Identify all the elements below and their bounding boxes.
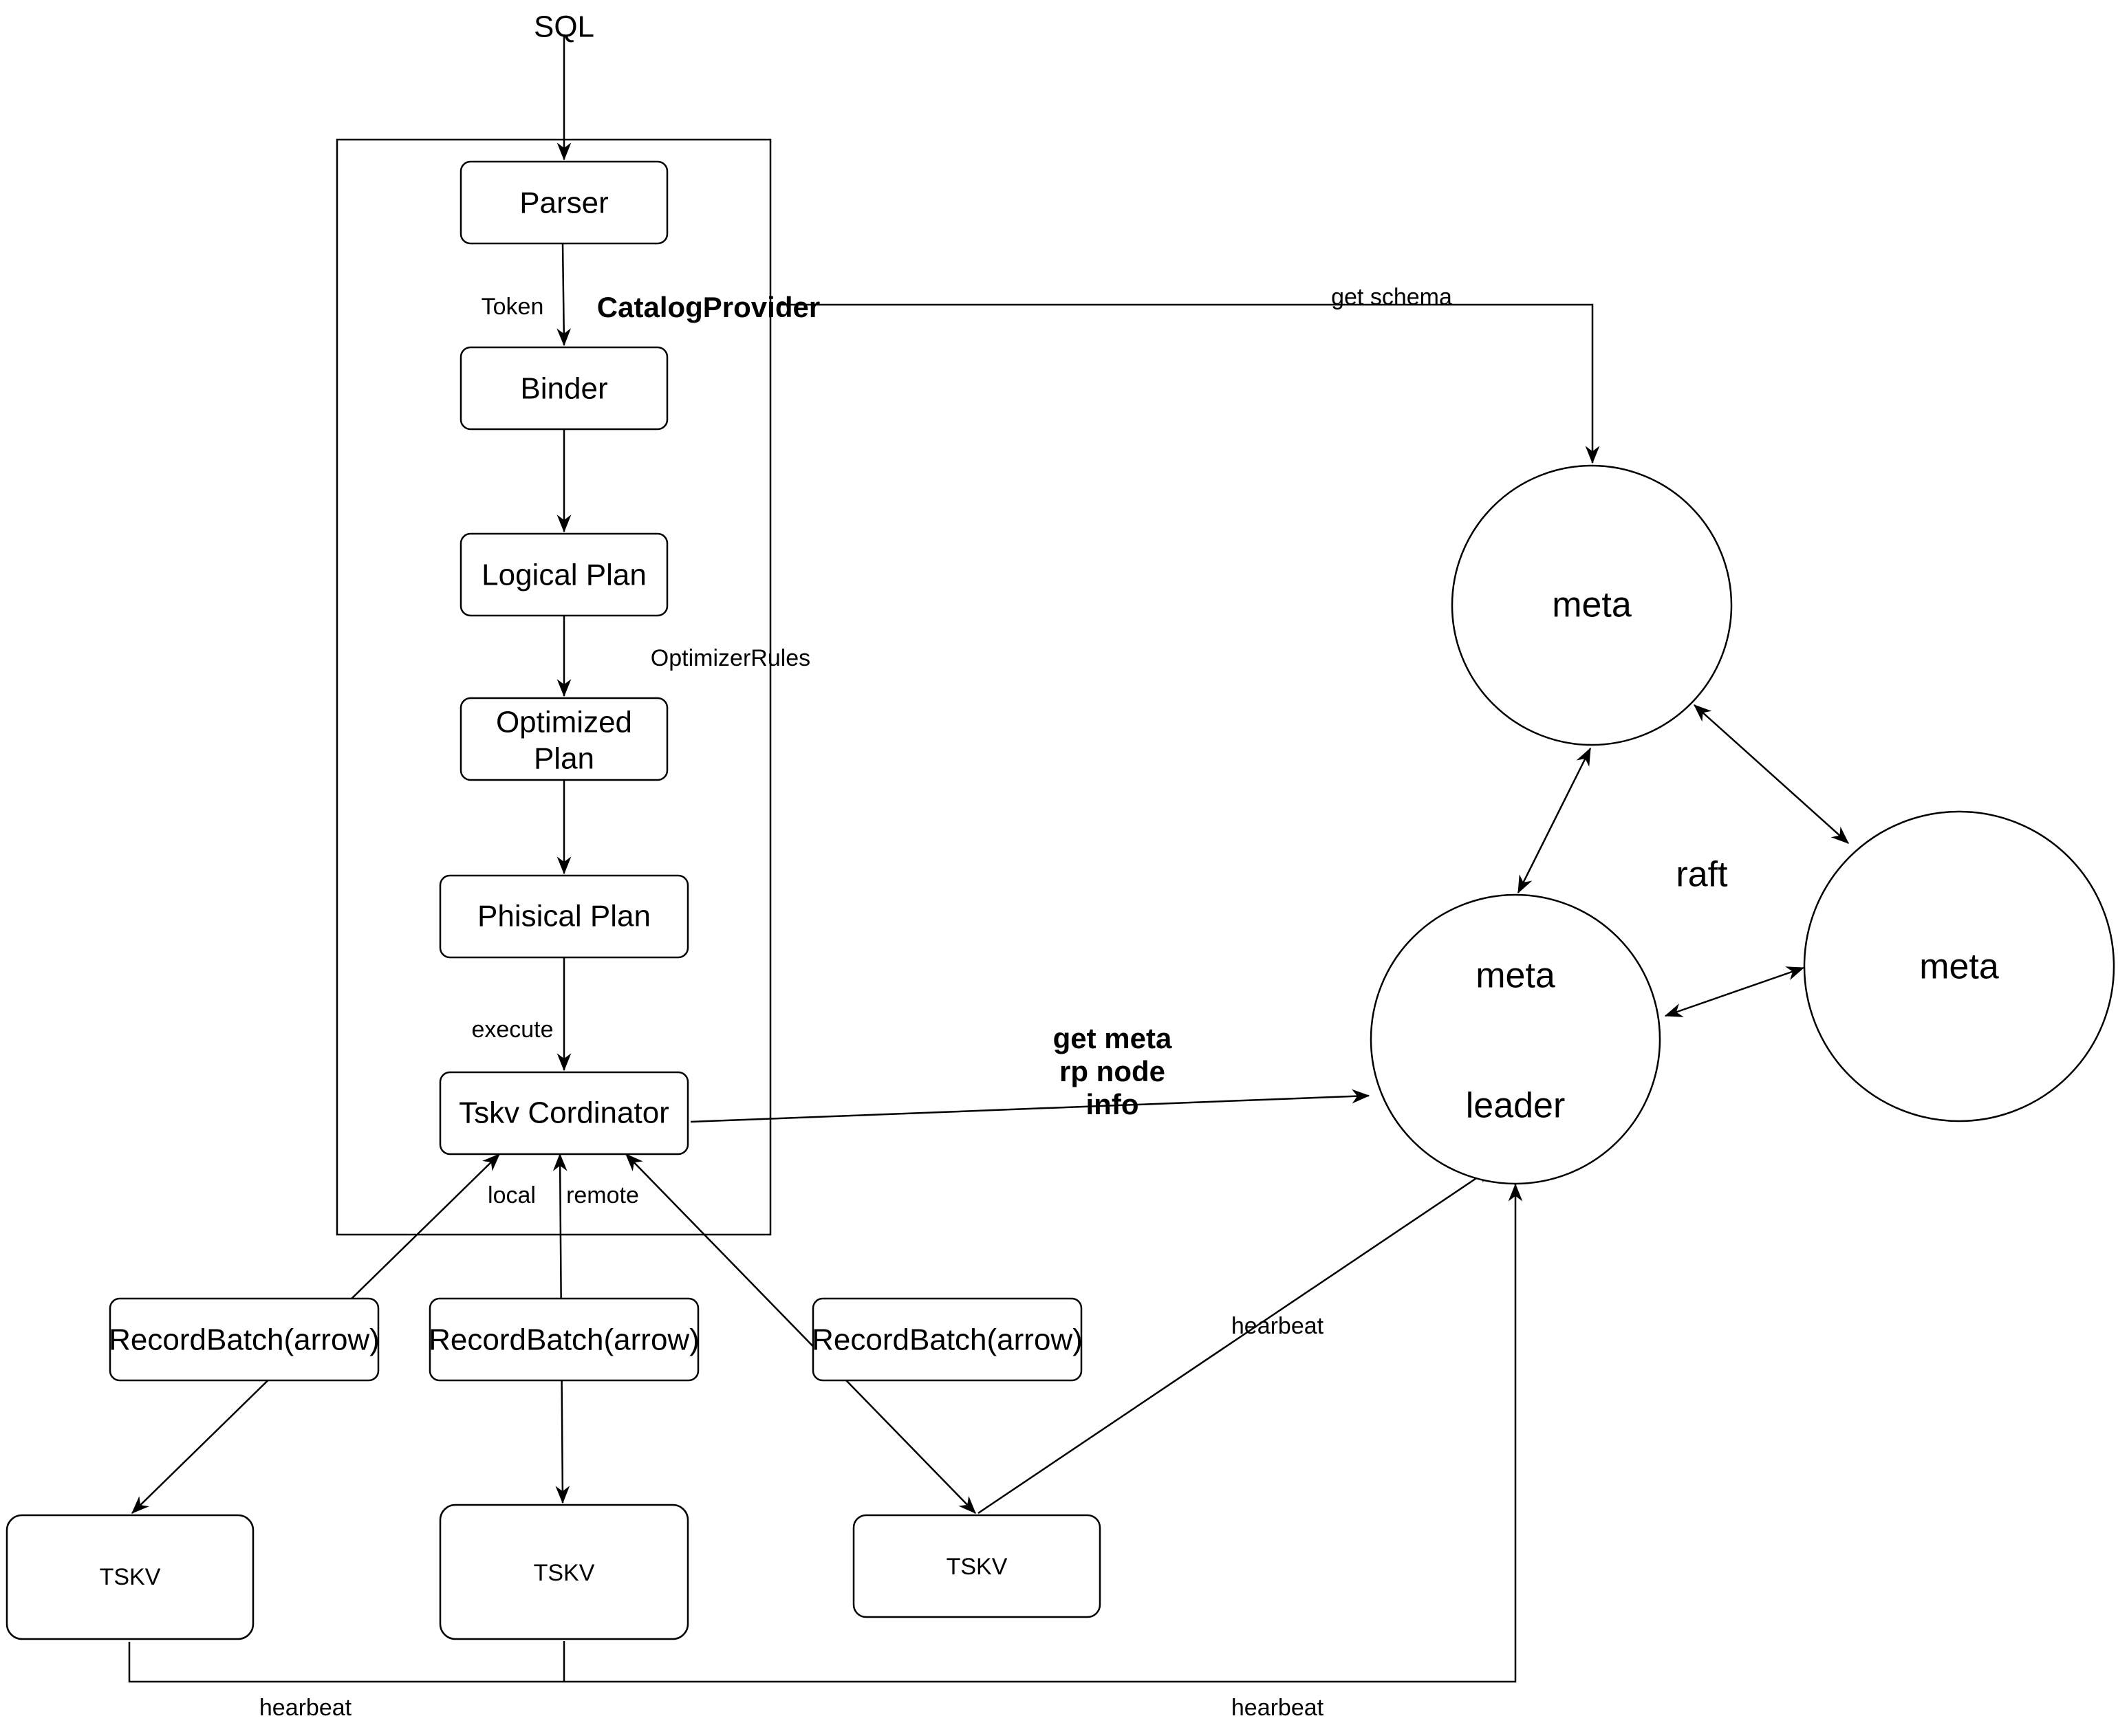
- token-label: Token: [482, 294, 544, 320]
- optimized-plan-node: Optimized Plan: [460, 697, 669, 781]
- optimizer-rules-label: OptimizerRules: [651, 645, 810, 671]
- tskv-node: TSKV: [439, 1504, 689, 1640]
- tskv-coordinator-label: Tskv Cordinator: [459, 1096, 669, 1130]
- meta-leader-label-line1: meta: [1476, 956, 1555, 996]
- meta-right-label: meta: [1919, 947, 1999, 987]
- tskv-coordinator-node: Tskv Cordinator: [439, 1071, 689, 1155]
- record-batch-label: RecordBatch(arrow): [429, 1323, 700, 1357]
- tskv-label: TSKV: [534, 1560, 595, 1586]
- parser-label: Parser: [519, 186, 609, 220]
- hearbeat-label: hearbeat: [1231, 1313, 1324, 1339]
- phisical-plan-label: Phisical Plan: [477, 900, 651, 933]
- tskv-node: TSKV: [852, 1514, 1101, 1618]
- meta-top-label: meta: [1552, 585, 1632, 625]
- tskv3-remote-arrow: [625, 1153, 976, 1514]
- raft-leader-right-arrow: [1664, 966, 1805, 1017]
- raft-top-right-arrow: [1694, 704, 1849, 844]
- get-meta-label-line1: get meta: [1053, 1022, 1172, 1054]
- logical-plan-label: Logical Plan: [482, 558, 647, 592]
- optimized-plan-label-line2: Plan: [534, 742, 594, 776]
- tskv3-heartbeat-arrow: [977, 1166, 1494, 1515]
- tskv-label: TSKV: [100, 1564, 161, 1590]
- record-batch-box: RecordBatch(arrow): [429, 1297, 700, 1382]
- meta-leader-node: meta leader: [1370, 893, 1661, 1185]
- phisical-plan-node: Phisical Plan: [439, 874, 689, 959]
- parser-to-binder-arrow: [556, 243, 572, 347]
- record-batch-box: RecordBatch(arrow): [812, 1297, 1083, 1382]
- remote-label: remote: [566, 1182, 639, 1208]
- meta-node-right: meta: [1803, 810, 2115, 1122]
- binder-node: Binder: [460, 346, 669, 431]
- get-schema-label: get schema: [1331, 284, 1452, 310]
- tskv-heartbeat-bus-arrow: [128, 1183, 1523, 1683]
- record-batch-box: RecordBatch(arrow): [109, 1297, 380, 1382]
- tskv-label: TSKV: [947, 1554, 1008, 1580]
- get-schema-arrow: [777, 303, 1600, 464]
- get-meta-label-line3: info: [1086, 1088, 1139, 1120]
- hearbeat-label: hearbeat: [259, 1695, 352, 1721]
- tskv-node: TSKV: [6, 1514, 255, 1640]
- get-meta-arrow: [690, 1089, 1370, 1123]
- meta-leader-label-line2: leader: [1466, 1086, 1566, 1126]
- raft-label: raft: [1676, 855, 1728, 895]
- local-label: local: [488, 1182, 536, 1208]
- meta-node-top: meta: [1451, 464, 1733, 746]
- get-meta-label-line2: rp node: [1059, 1055, 1165, 1087]
- record-batch-label: RecordBatch(arrow): [109, 1323, 380, 1357]
- parser-node: Parser: [460, 160, 669, 245]
- execute-label: execute: [471, 1017, 553, 1043]
- record-batch-label: RecordBatch(arrow): [812, 1323, 1083, 1357]
- sql-input-label: SQL: [534, 10, 594, 44]
- raft-leader-top-arrow: [1517, 747, 1592, 894]
- optimized-plan-label-line1: Optimized: [496, 706, 632, 739]
- catalog-provider-label: CatalogProvider: [597, 291, 820, 323]
- binder-label: Binder: [520, 372, 607, 406]
- hearbeat-label: hearbeat: [1231, 1695, 1324, 1721]
- logical-plan-node: Logical Plan: [460, 532, 669, 617]
